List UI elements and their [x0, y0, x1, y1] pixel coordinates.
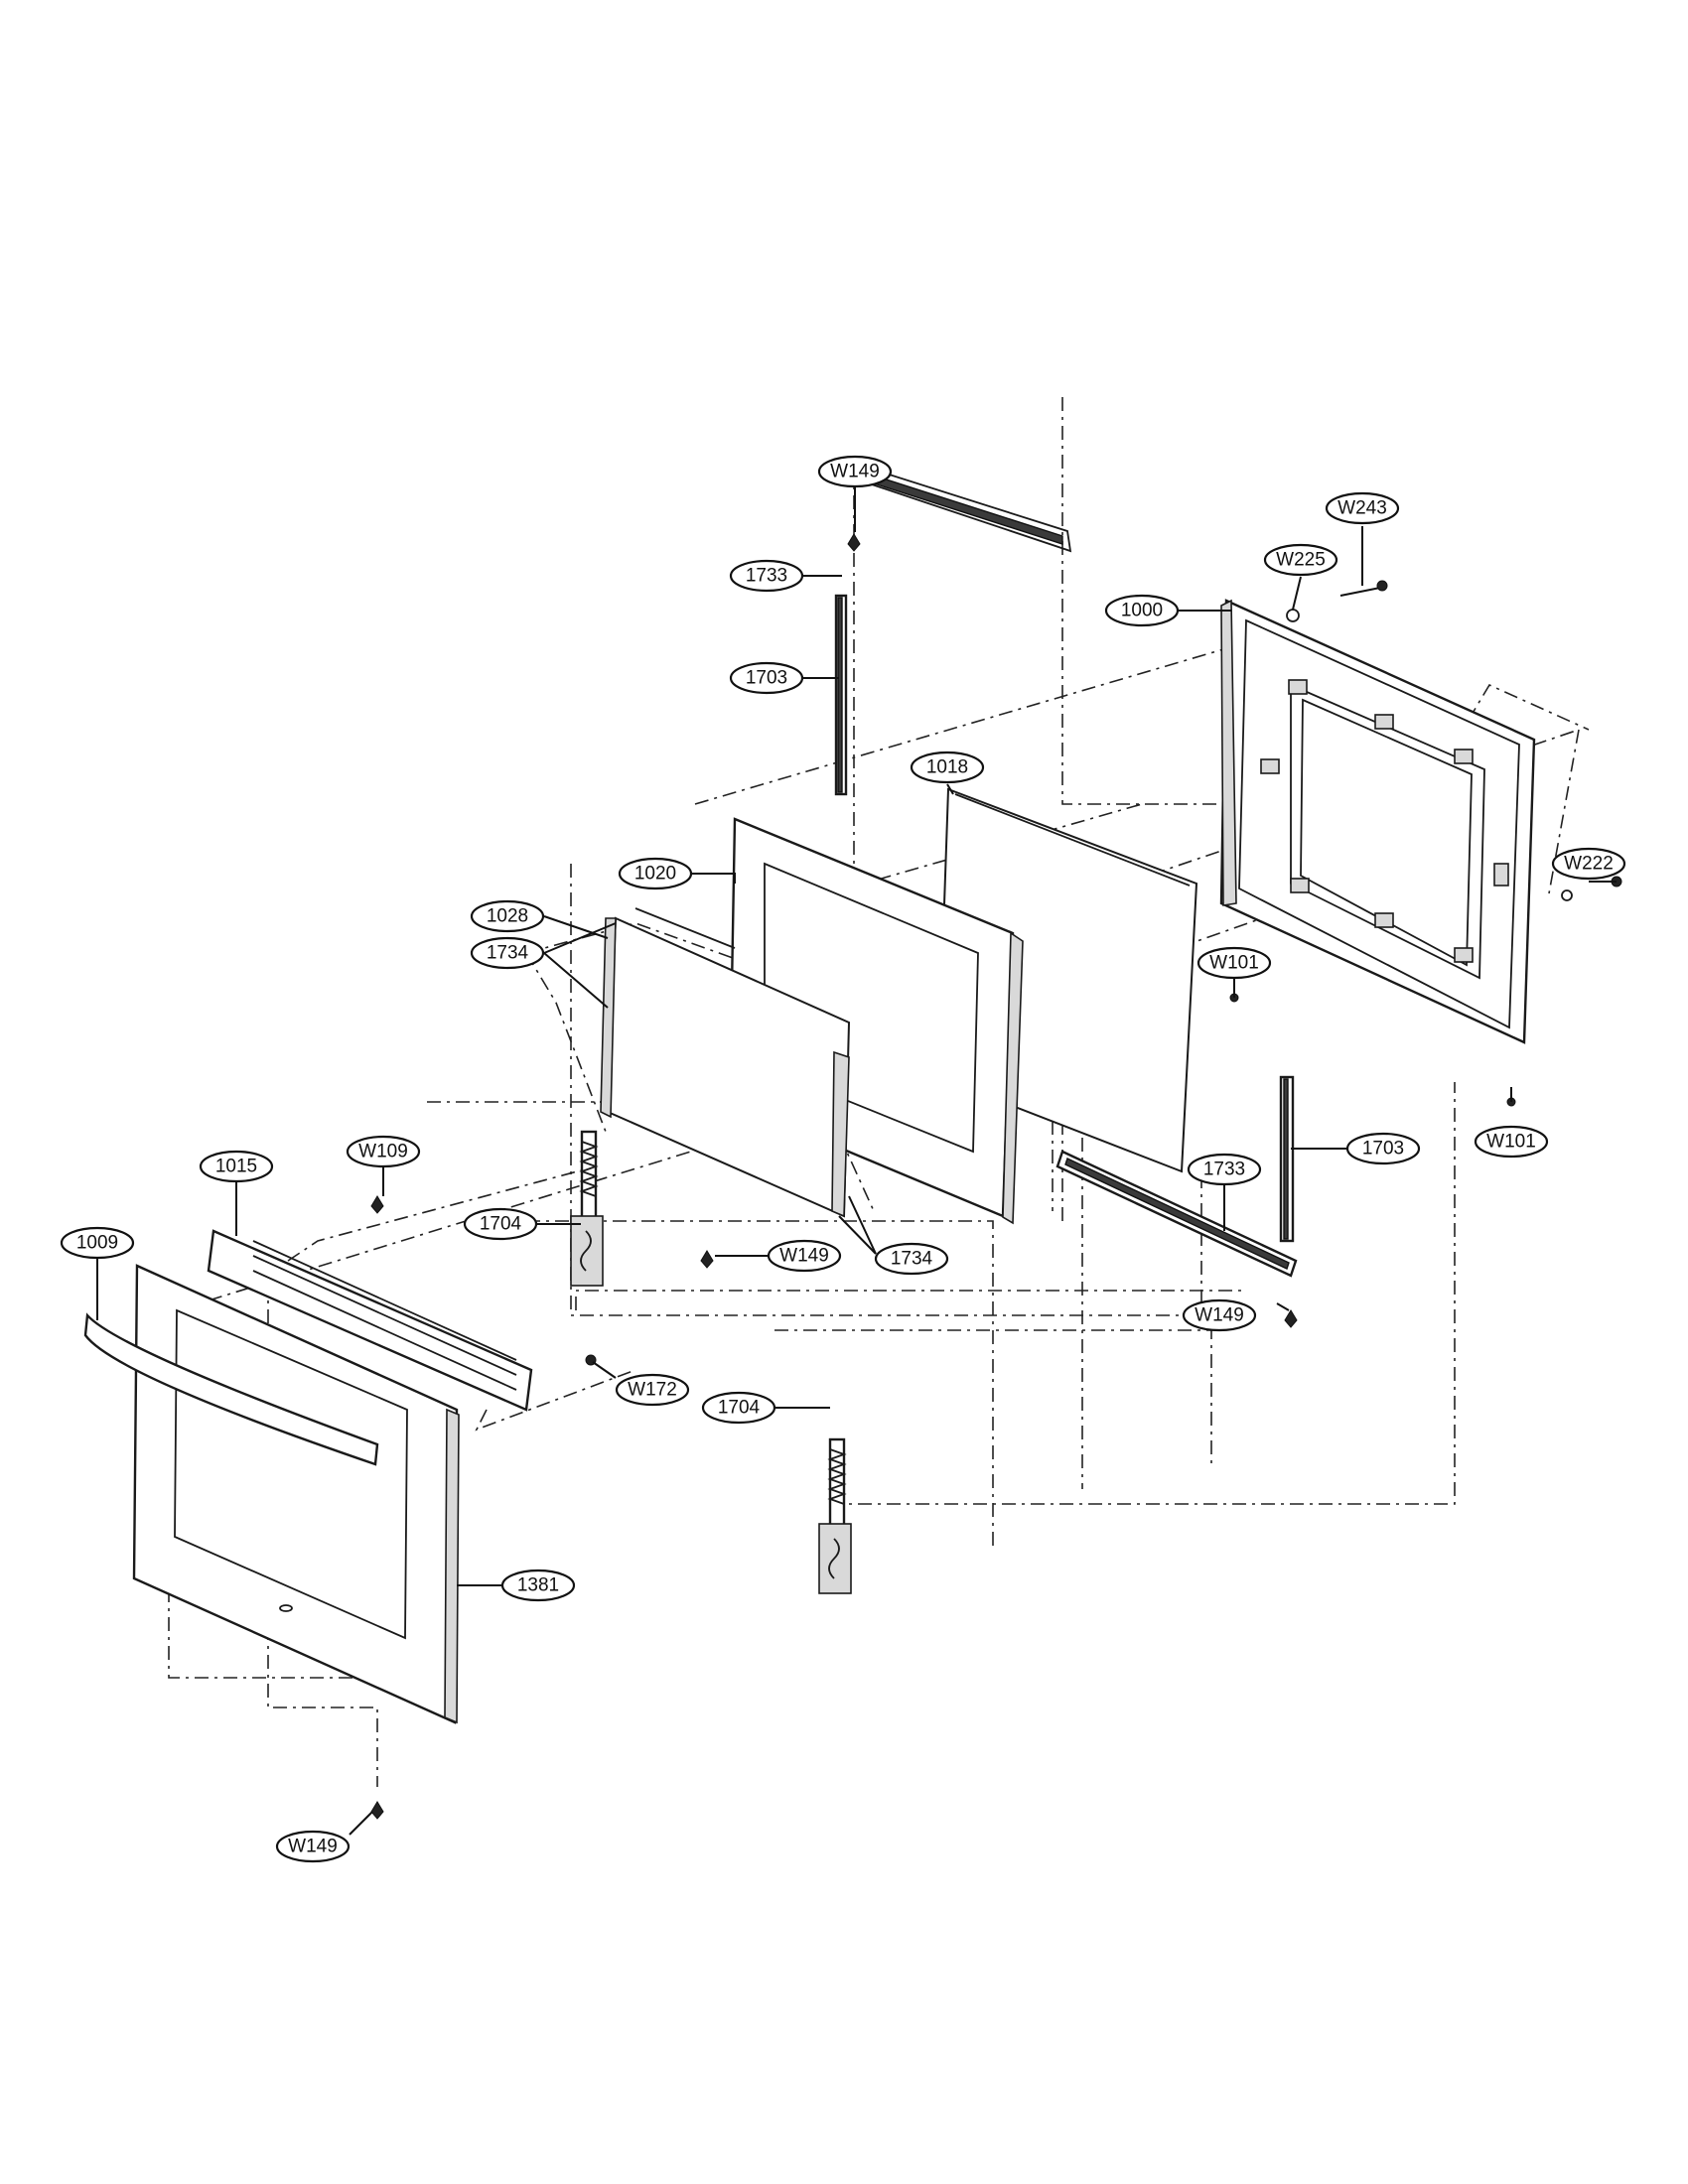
- callout-label: W149: [779, 1246, 829, 1267]
- callout-1734-a: 1734: [470, 936, 545, 970]
- callout-label: 1704: [718, 1398, 761, 1419]
- callout-label: W149: [288, 1837, 338, 1857]
- callout-label: 1028: [487, 906, 528, 927]
- callout-label: W101: [1209, 953, 1259, 974]
- callout-W225: W225: [1263, 543, 1338, 577]
- callout-1733-bot: 1733: [1187, 1153, 1262, 1186]
- callout-label: 1009: [76, 1233, 118, 1254]
- inner-glass-1028: [600, 907, 851, 1218]
- callout-label: 1703: [746, 668, 787, 689]
- callout-label: W243: [1337, 498, 1387, 519]
- callout-label: 1734: [487, 943, 529, 964]
- callout-label: W149: [830, 462, 880, 482]
- callout-1734-b: 1734: [874, 1242, 949, 1276]
- callout-label: 1734: [891, 1249, 933, 1270]
- callout-label: 1018: [926, 757, 968, 778]
- callout-1733-top: 1733: [729, 559, 804, 593]
- callout-1703-top: 1703: [729, 661, 804, 695]
- bottom-gasket-strip-1733: [1055, 1150, 1298, 1278]
- side-gasket-strip-1703-bottom: [1279, 1075, 1295, 1243]
- callout-label: W222: [1564, 854, 1614, 875]
- callout-1703-bot: 1703: [1345, 1132, 1421, 1165]
- callout-1381: 1381: [500, 1569, 576, 1602]
- hinge-1704-left: [570, 1130, 604, 1287]
- callout-1015: 1015: [199, 1150, 274, 1183]
- callout-W149-top: W149: [817, 455, 893, 488]
- callout-label: 1703: [1362, 1139, 1404, 1160]
- callout-label: W109: [358, 1142, 408, 1162]
- callout-W149-mid: W149: [767, 1239, 842, 1273]
- callout-1020: 1020: [618, 857, 693, 890]
- fasteners: [370, 533, 1622, 1820]
- callout-leaders: [96, 487, 1617, 1836]
- callout-label: W225: [1276, 550, 1326, 571]
- callout-1704-a: 1704: [463, 1207, 538, 1241]
- inner-door-frame-1000: [1219, 599, 1536, 1044]
- vent-trim-1015: [207, 1229, 533, 1412]
- callout-label: 1000: [1121, 601, 1163, 621]
- callout-label: 1704: [480, 1214, 522, 1235]
- callout-label: W172: [628, 1380, 677, 1401]
- callout-label: W101: [1486, 1132, 1536, 1153]
- callout-W172: W172: [615, 1373, 690, 1407]
- callout-label: W149: [1195, 1305, 1244, 1326]
- callout-W243: W243: [1325, 491, 1400, 525]
- callout-1704-b: 1704: [701, 1391, 776, 1425]
- callout-W149-bot: W149: [275, 1830, 351, 1863]
- hinge-1704-right: [818, 1437, 852, 1594]
- callout-W109: W109: [346, 1135, 421, 1168]
- callout-label: 1733: [746, 566, 787, 587]
- callout-1000: 1000: [1104, 594, 1180, 627]
- side-gasket-strip-1703-top: [834, 594, 848, 796]
- callout-W101-a: W101: [1196, 946, 1272, 980]
- callout-label: 1020: [634, 864, 676, 885]
- callout-W149-right: W149: [1182, 1298, 1257, 1332]
- callout-1018: 1018: [910, 751, 985, 784]
- callout-1028: 1028: [470, 899, 545, 933]
- outer-door-panel-1381: [132, 1264, 460, 1724]
- callout-W222: W222: [1551, 847, 1626, 881]
- callout-label: 1733: [1203, 1160, 1245, 1180]
- callout-W101-b: W101: [1474, 1125, 1549, 1159]
- callout-label: 1381: [517, 1575, 559, 1596]
- callout-1009: 1009: [60, 1226, 135, 1260]
- callout-label: 1015: [215, 1157, 257, 1177]
- door-handle-1009: [83, 1312, 379, 1466]
